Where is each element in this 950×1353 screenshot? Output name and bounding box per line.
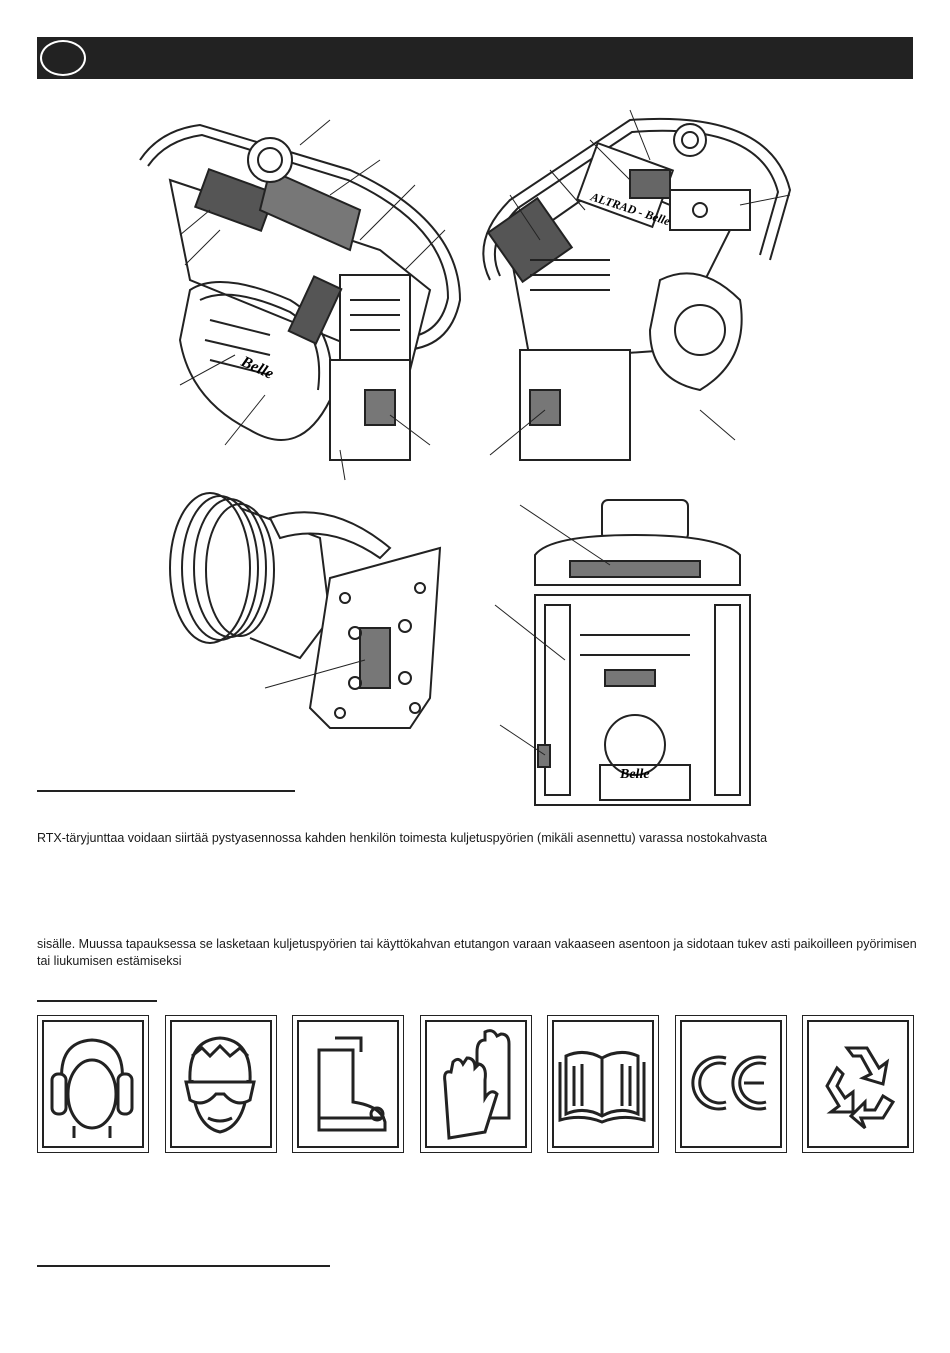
rear-brand-label: Belle [619,767,650,782]
manual-book-symbol [547,1015,659,1153]
rammer-rear-figure: Belle [494,499,751,806]
rammer-rear-right-figure: ALTRAD - Belle [482,109,792,461]
gloves-symbol [420,1015,532,1153]
language-badge [40,40,86,76]
rammer-front-left-figure: Belle [139,119,462,481]
section-rule-bottom [37,1265,330,1267]
eye-protection-symbol [165,1015,277,1153]
ce-mark-symbol [675,1015,787,1153]
recycle-icon [825,1046,896,1130]
manual-book-icon [558,1051,646,1124]
recycle-symbol [802,1015,914,1153]
ce-mark-icon [691,1055,767,1111]
section-rule-transport [37,790,295,792]
safety-boots-icon [317,1036,387,1132]
guard-brand-label: Belle [237,353,276,383]
rammer-foot-plate-figure [169,492,442,729]
eye-protection-icon [184,1036,256,1134]
transport-paragraph-2: sisälle. Muussa tapauksessa se lasketaan… [37,937,917,968]
section-header-bar [37,37,913,79]
ear-protection-icon [50,1038,134,1138]
transport-paragraph-1: RTX-täryjunttaa voidaan siirtää pystyase… [37,831,768,845]
section-rule-symbols [37,1000,157,1002]
gloves-icon [443,1029,511,1140]
ear-protection-symbol [37,1015,149,1153]
safety-boots-symbol [292,1015,404,1153]
